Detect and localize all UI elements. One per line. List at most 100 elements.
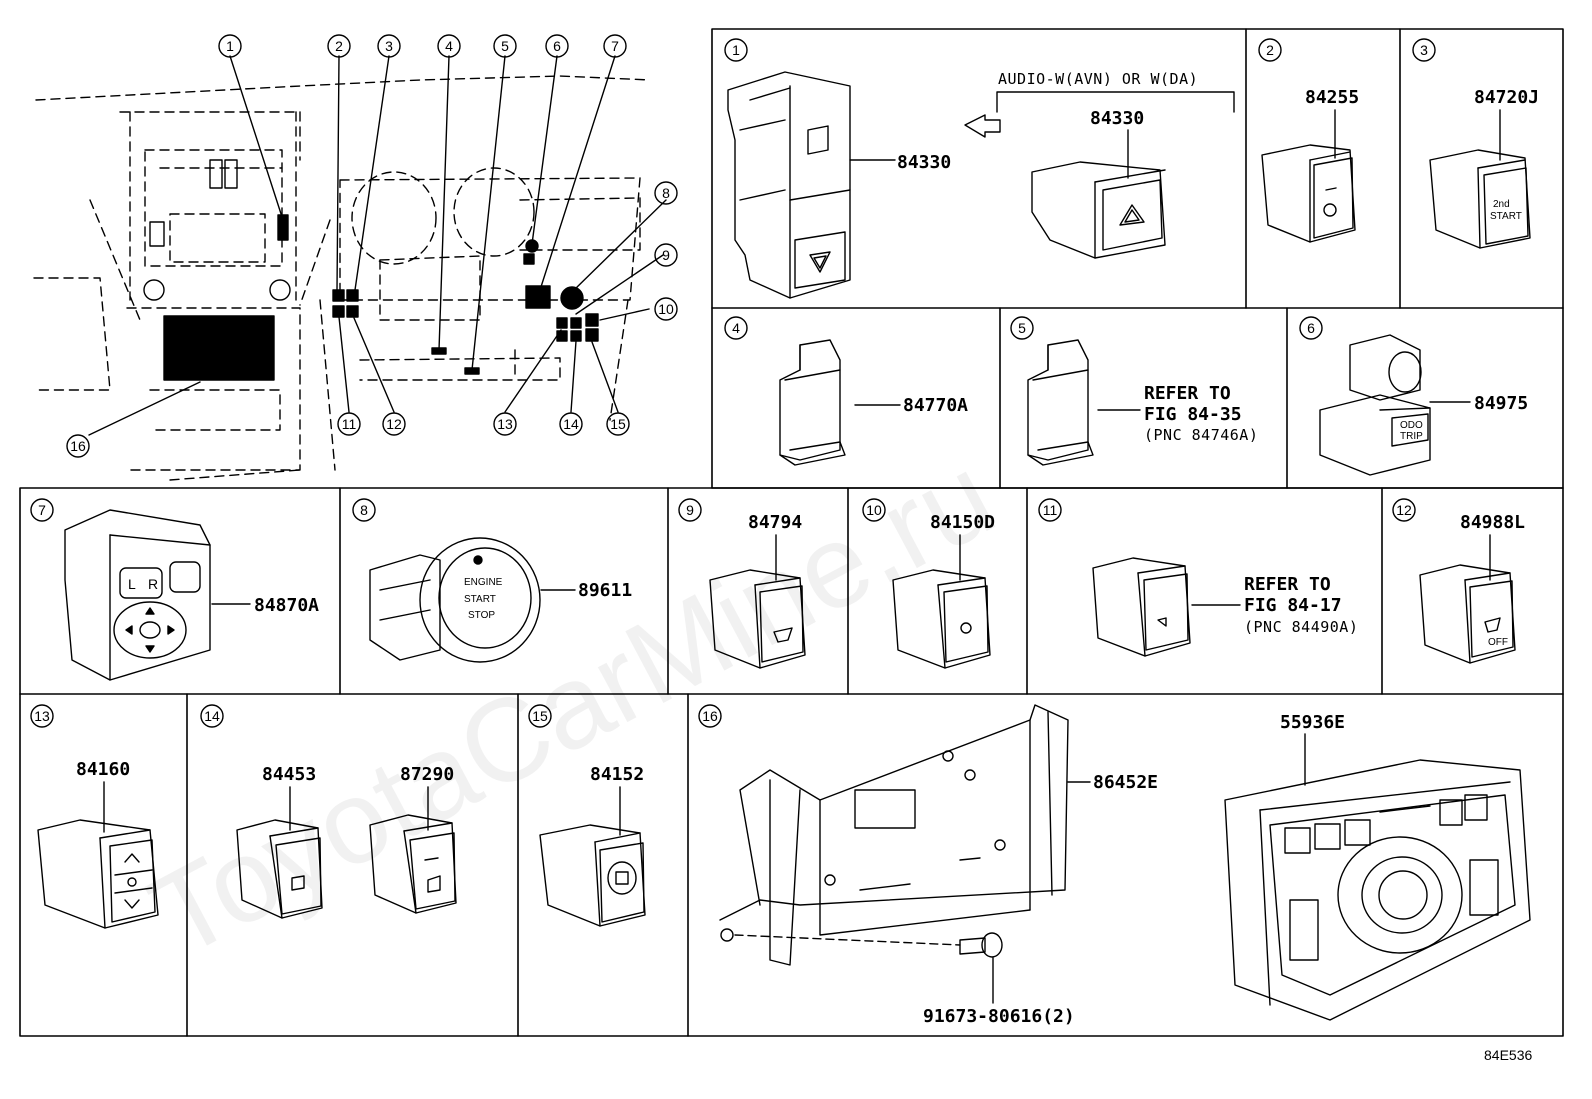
- part-number-84150D: 84150D: [930, 512, 995, 533]
- refer-to-5a: REFER TO: [1144, 383, 1231, 404]
- part-number-89611: 89611: [578, 580, 632, 601]
- switch-84746A: [1027, 339, 1094, 466]
- svg-text:6: 6: [1307, 320, 1315, 336]
- part-number-84453: 84453: [262, 764, 316, 785]
- svg-text:1: 1: [226, 38, 234, 54]
- headlight-leveling-switch: [37, 819, 159, 929]
- svg-text:4: 4: [732, 320, 740, 336]
- marker-16: [163, 315, 275, 381]
- svg-text:12: 12: [386, 416, 402, 432]
- panel-grid: [19, 28, 1564, 1037]
- second-start-label-1: 2nd: [1493, 199, 1510, 210]
- svg-text:5: 5: [501, 38, 509, 54]
- part-number-87290: 87290: [400, 764, 454, 785]
- refer-to-5c: (PNC 84746A): [1144, 426, 1258, 444]
- stop-label: STOP: [468, 610, 495, 621]
- svg-text:8: 8: [360, 502, 368, 518]
- refer-to-11b: FIG 84-17: [1244, 595, 1342, 616]
- panel-4: 4 84770A: [724, 316, 968, 466]
- hazard-switch-alt: [1031, 161, 1166, 259]
- part-number-bolt: 91673-80616(2): [923, 1006, 1075, 1027]
- odo-label: ODO: [1400, 420, 1423, 431]
- svg-text:10: 10: [866, 502, 882, 518]
- svg-text:4: 4: [445, 38, 453, 54]
- svg-text:11: 11: [342, 416, 357, 432]
- panel-10: 10 84150D: [862, 498, 995, 669]
- panel-5: 5 REFER TO FIG 84-35 (PNC 84746A): [1010, 316, 1258, 466]
- svg-text:12: 12: [1396, 502, 1412, 518]
- panel-3: 3 84720J 2nd START: [1412, 38, 1539, 249]
- second-start-switch: [1429, 149, 1531, 249]
- mirror-left-label: L: [128, 576, 136, 592]
- svg-text:9: 9: [686, 502, 694, 518]
- svg-text:9: 9: [662, 247, 670, 263]
- svg-text:3: 3: [1420, 42, 1428, 58]
- svg-text:6: 6: [553, 38, 561, 54]
- parking-sensor-switch: [1092, 557, 1191, 657]
- refer-to-5b: FIG 84-35: [1144, 404, 1242, 425]
- panel-14: 14 84453 87290: [200, 704, 457, 919]
- part-number-84870A: 84870A: [254, 595, 319, 616]
- part-number-86452E: 86452E: [1093, 772, 1158, 793]
- part-number-84255: 84255: [1305, 87, 1359, 108]
- figure-code: 84E536: [1484, 1047, 1532, 1063]
- switch-84453: [236, 819, 323, 919]
- svg-text:7: 7: [611, 38, 619, 54]
- panel-1: 1 84330 AUDIO-W(AVN) OR W(DA) 84330: [724, 38, 1235, 299]
- engine-start-stop-button: [369, 537, 541, 663]
- part-number-84330-main: 84330: [897, 152, 951, 173]
- part-number-84160: 84160: [76, 759, 130, 780]
- svg-text:10: 10: [658, 301, 674, 317]
- engine-label: ENGINE: [464, 577, 503, 588]
- part-number-84770A: 84770A: [903, 395, 968, 416]
- mirror-control-switch: [64, 509, 211, 681]
- defogger-switch: [709, 569, 806, 669]
- seat-heater-switch-84255: [1261, 144, 1356, 243]
- svg-text:16: 16: [702, 708, 718, 724]
- panel-16: 16 86452E 91673-80616(2) 55936E: [698, 704, 1531, 1027]
- switch-84770A: [779, 339, 846, 466]
- fog-lamp-switch: [892, 569, 991, 669]
- dashboard-overview: 1 2 3 4 5 6 7 8 9 10 11 12 13 14 15 16: [33, 34, 678, 481]
- off-label: OFF: [1488, 637, 1508, 648]
- switch-84152: [539, 824, 646, 927]
- hazard-switch-assembly: [727, 71, 851, 299]
- svg-text:2: 2: [1266, 42, 1274, 58]
- svg-text:13: 13: [497, 416, 513, 432]
- svg-text:2: 2: [335, 38, 343, 54]
- panel-12: 12 84988L OFF: [1392, 498, 1525, 664]
- overview-callouts: 1 2 3 4 5 6 7 8 9 10 11 12 13 14 15 16: [66, 34, 678, 458]
- svg-text:7: 7: [38, 502, 46, 518]
- svg-text:8: 8: [662, 185, 670, 201]
- refer-to-11a: REFER TO: [1244, 574, 1331, 595]
- panel-6: 6 ODO TRIP 84975: [1299, 316, 1528, 476]
- panel-7: 7 L R 84870A: [30, 498, 319, 681]
- part-number-84720J: 84720J: [1474, 87, 1539, 108]
- svg-text:14: 14: [563, 416, 579, 432]
- part-number-84988L: 84988L: [1460, 512, 1525, 533]
- panel-13: 13 84160: [30, 704, 159, 929]
- panel-1-number: 1: [732, 42, 740, 58]
- vsc-off-switch: [1419, 564, 1516, 664]
- arrow-left-icon: [964, 114, 1001, 138]
- refer-to-11c: (PNC 84490A): [1244, 618, 1358, 636]
- start-label: START: [464, 594, 496, 605]
- svg-text:11: 11: [1043, 502, 1058, 518]
- svg-text:5: 5: [1018, 320, 1026, 336]
- svg-text:14: 14: [204, 708, 220, 724]
- marker-1: [277, 214, 289, 241]
- svg-text:13: 13: [34, 708, 50, 724]
- mirror-right-label: R: [148, 576, 158, 592]
- svg-text:15: 15: [610, 416, 626, 432]
- bolt: [959, 932, 1003, 958]
- panel-8: 8 ENGINE START STOP 89611: [352, 498, 632, 663]
- trip-label: TRIP: [1400, 431, 1423, 442]
- audio-variant-note: AUDIO-W(AVN) OR W(DA): [998, 70, 1198, 88]
- panel-11: 11 REFER TO FIG 84-17 (PNC 84490A): [1038, 498, 1358, 657]
- part-number-84330-alt: 84330: [1090, 108, 1144, 129]
- part-number-84794: 84794: [748, 512, 802, 533]
- second-start-label-2: START: [1490, 211, 1522, 222]
- part-number-55936E: 55936E: [1280, 712, 1345, 733]
- panel-15: 15 84152: [528, 704, 646, 927]
